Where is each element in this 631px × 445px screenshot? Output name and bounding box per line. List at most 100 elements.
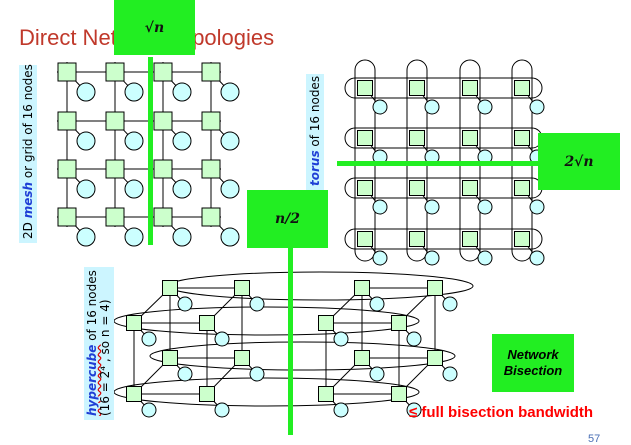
network-bisection-box: Network Bisection — [492, 334, 574, 392]
torus-node — [477, 99, 493, 115]
bandwidth-note-text: ≤ full bisection bandwidth — [409, 404, 594, 421]
mesh-node — [172, 179, 192, 199]
mesh-label-prefix: 2D — [21, 218, 35, 239]
hypercube-node — [249, 366, 265, 382]
mesh-switch — [153, 207, 173, 227]
mesh-switch — [105, 62, 125, 82]
page-number-text: 57 — [588, 433, 601, 445]
hypercube-node — [177, 296, 193, 312]
torus-wrap-link — [344, 77, 543, 99]
mesh-switch — [57, 159, 77, 179]
mesh-cut-label: √n — [114, 0, 195, 55]
hypercube-switch — [318, 386, 334, 402]
torus-switch — [357, 130, 373, 146]
torus-switch — [357, 180, 373, 196]
mesh-node — [220, 82, 240, 102]
torus-switch — [357, 80, 373, 96]
hypercube-switch — [354, 350, 370, 366]
torus-label-word: torus — [308, 150, 322, 186]
mesh-switch — [201, 111, 221, 131]
mesh-label-suffix: or grid of 16 nodes — [21, 64, 35, 182]
hypercube-switch — [234, 280, 250, 296]
hypercube-switch — [318, 315, 334, 331]
hypercube-switch — [427, 280, 443, 296]
mesh-node — [124, 131, 144, 151]
hypercube-label-word: hypercube — [85, 344, 99, 416]
mesh-node — [172, 82, 192, 102]
hypercube-node — [442, 296, 458, 312]
torus-switch — [409, 231, 425, 247]
torus-node — [529, 99, 545, 115]
mesh-node — [76, 82, 96, 102]
hypercube-node — [406, 331, 422, 347]
hypercube-switch — [234, 350, 250, 366]
mesh-node — [172, 131, 192, 151]
network-bisection-line1: Network — [507, 347, 559, 362]
mesh-node — [124, 179, 144, 199]
torus-node — [372, 250, 388, 266]
mesh-switch — [201, 159, 221, 179]
mesh-switch — [105, 111, 125, 131]
page-number: 57 — [588, 433, 600, 445]
torus-switch — [357, 231, 373, 247]
torus-node — [424, 99, 440, 115]
bandwidth-note: ≤ full bisection bandwidth — [409, 404, 593, 421]
hypercube-node — [333, 331, 349, 347]
mesh-switch — [201, 207, 221, 227]
hypercube-node — [369, 296, 385, 312]
mesh-node — [220, 179, 240, 199]
hypercube-switch — [427, 350, 443, 366]
torus-switch — [514, 80, 530, 96]
hypercube-switch — [199, 315, 215, 331]
hypercube-switch — [391, 315, 407, 331]
torus-cut-label-text: 2√n — [564, 153, 594, 170]
torus-node — [529, 250, 545, 266]
mesh-node — [76, 227, 96, 247]
hypercube-switch — [199, 386, 215, 402]
torus-bisection-line — [337, 161, 542, 166]
mesh-switch — [57, 62, 77, 82]
hypercube-bisection-line — [288, 248, 293, 435]
hypercube-node — [177, 366, 193, 382]
network-bisection-line2: Bisection — [503, 363, 563, 378]
mesh-bisection-line — [148, 57, 153, 245]
torus-node — [372, 99, 388, 115]
hypercube-node — [442, 366, 458, 382]
mesh-switch — [153, 62, 173, 82]
torus-node — [372, 199, 388, 215]
hypercube-node — [333, 402, 349, 418]
mesh-switch — [105, 159, 125, 179]
hypercube-node — [214, 402, 230, 418]
torus-switch — [409, 80, 425, 96]
hypercube-switch — [354, 280, 370, 296]
hypercube-node — [141, 402, 157, 418]
mesh-node — [220, 131, 240, 151]
mesh-label: 2D mesh or grid of 16 nodes — [19, 64, 37, 243]
torus-switch — [462, 80, 478, 96]
torus-switch — [462, 130, 478, 146]
torus-switch — [409, 130, 425, 146]
hypercube-node — [141, 331, 157, 347]
mesh-switch — [153, 111, 173, 131]
hypercube-switch — [162, 280, 178, 296]
mesh-label-word: mesh — [21, 181, 35, 219]
torus-node — [477, 199, 493, 215]
hypercube-node — [249, 296, 265, 312]
torus-node — [529, 199, 545, 215]
torus-node — [477, 250, 493, 266]
torus-label: torus of 16 nodes — [306, 74, 324, 190]
hypercube-label: hypercube of 16 nodes (16 = 2⁴ , so n = … — [84, 267, 114, 420]
hypercube-switch — [391, 386, 407, 402]
mesh-node — [124, 227, 144, 247]
torus-label-suffix: of 16 nodes — [308, 75, 322, 151]
mesh-switch — [105, 207, 125, 227]
hypercube-switch — [126, 315, 142, 331]
hypercube-node — [214, 331, 230, 347]
mesh-cut-label-text: √n — [144, 19, 165, 36]
hypercube-cut-label-text: n/2 — [274, 211, 301, 227]
hypercube-node — [369, 366, 385, 382]
mesh-switch — [57, 111, 77, 131]
torus-switch — [514, 130, 530, 146]
hypercube-link — [149, 341, 456, 371]
